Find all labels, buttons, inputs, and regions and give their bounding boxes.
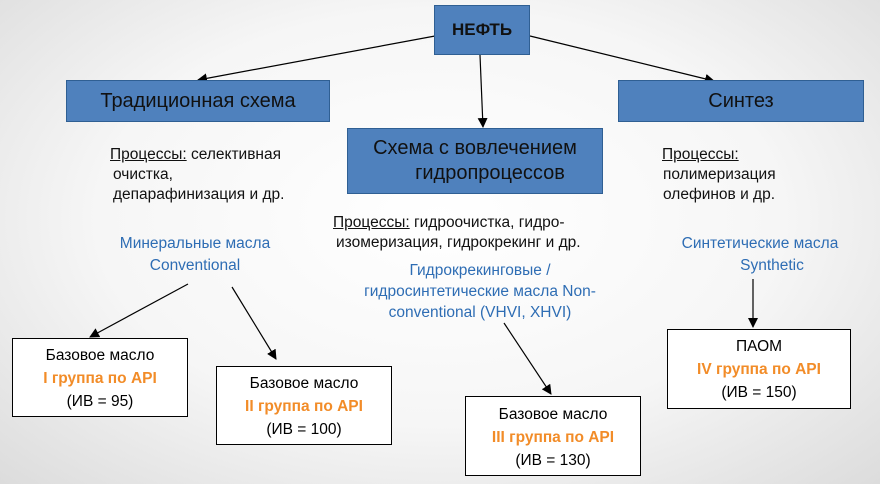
base-oil-group4-vi: (ИВ = 150)	[721, 384, 797, 401]
arrow-root-to-hydro	[477, 54, 488, 128]
processes-traditional: Процессы: селективная очистка, депарафин…	[110, 145, 330, 205]
oil-synthetic: Синтетические масла Synthetic	[650, 233, 870, 277]
processes-hydro-text: гидроочистка, гидро-	[409, 214, 565, 231]
root-node-oil: НЕФТЬ	[434, 5, 530, 55]
scheme-synthesis-title: Синтез	[708, 89, 774, 112]
processes-traditional-line3: депарафинизация и др.	[113, 186, 285, 203]
base-oil-group1: Базовое масло I группа по API (ИВ = 95)	[12, 338, 188, 417]
base-oil-group2-title: Базовое масло	[249, 375, 359, 392]
oil-hydrocracked-line1: Гидрокрекинговые /	[409, 262, 551, 279]
oil-mineral-line1: Минеральные масла	[119, 235, 271, 252]
scheme-hydro: Схема с вовлечением гидропроцессов	[347, 128, 603, 194]
oil-hydrocracked-line3: conventional (VHVI, XHVI)	[388, 304, 572, 321]
oil-hydrocracked: Гидрокрекинговые / гидросинтетические ма…	[340, 260, 620, 323]
processes-synthesis-line2: полимеризация	[663, 166, 776, 183]
processes-hydro-label: Процессы:	[333, 214, 410, 231]
base-oil-group1-title: Базовое масло	[45, 347, 155, 364]
scheme-hydro-title-line2: гидропроцессов	[415, 162, 565, 184]
scheme-traditional: Традиционная схема	[66, 80, 330, 122]
arrow-mineral-to-group1	[89, 283, 189, 338]
arrow-mineral-to-group2	[231, 286, 277, 360]
processes-synthesis-line3: олефинов и др.	[663, 186, 776, 203]
base-oil-group1-api: I группа по API	[43, 370, 157, 387]
base-oil-group3-title: Базовое масло	[498, 406, 608, 423]
arrow-root-to-synthesis	[529, 35, 715, 84]
base-oil-group4-title: ПАОМ	[735, 338, 783, 355]
scheme-synthesis: Синтез	[618, 80, 864, 122]
oil-mineral: Минеральные масла Conventional	[100, 233, 290, 277]
scheme-hydro-title-line1: Схема с вовлечением	[373, 137, 577, 159]
arrow-hydrocracked-to-group3	[503, 322, 552, 395]
processes-traditional-label: Процессы:	[110, 146, 187, 163]
oil-synthetic-line1: Синтетические масла	[681, 235, 839, 252]
oil-hydrocracked-line2: гидросинтетические масла Non-	[364, 283, 596, 300]
base-oil-group3-vi: (ИВ = 130)	[515, 452, 591, 469]
processes-hydro: Процессы: гидроочистка, гидро- изомериза…	[333, 213, 623, 253]
base-oil-group2-vi: (ИВ = 100)	[266, 421, 342, 438]
processes-synthesis-label: Процессы:	[662, 146, 739, 163]
oil-mineral-line2: Conventional	[149, 257, 241, 274]
scheme-traditional-title: Традиционная схема	[100, 89, 296, 112]
base-oil-group3: Базовое масло III группа по API (ИВ = 13…	[465, 396, 641, 476]
base-oil-group4-api: IV группа по API	[697, 361, 821, 378]
processes-hydro-line2: изомеризация, гидрокрекинг и др.	[336, 234, 581, 251]
base-oil-group1-vi: (ИВ = 95)	[66, 393, 134, 410]
base-oil-group4-paom: ПАОМ IV группа по API (ИВ = 150)	[667, 329, 851, 409]
base-oil-group2: Базовое масло II группа по API (ИВ = 100…	[216, 366, 392, 445]
oil-synthetic-line2: Synthetic	[740, 257, 804, 274]
processes-synthesis: Процессы: полимеризация олефинов и др.	[662, 145, 862, 205]
arrow-root-to-traditional	[197, 35, 436, 84]
base-oil-group3-api: III группа по API	[491, 429, 615, 446]
base-oil-group2-api: II группа по API	[245, 398, 363, 415]
processes-traditional-text: селективная	[186, 146, 282, 163]
root-label: НЕФТЬ	[451, 20, 513, 39]
processes-traditional-line2: очистка,	[113, 166, 173, 183]
